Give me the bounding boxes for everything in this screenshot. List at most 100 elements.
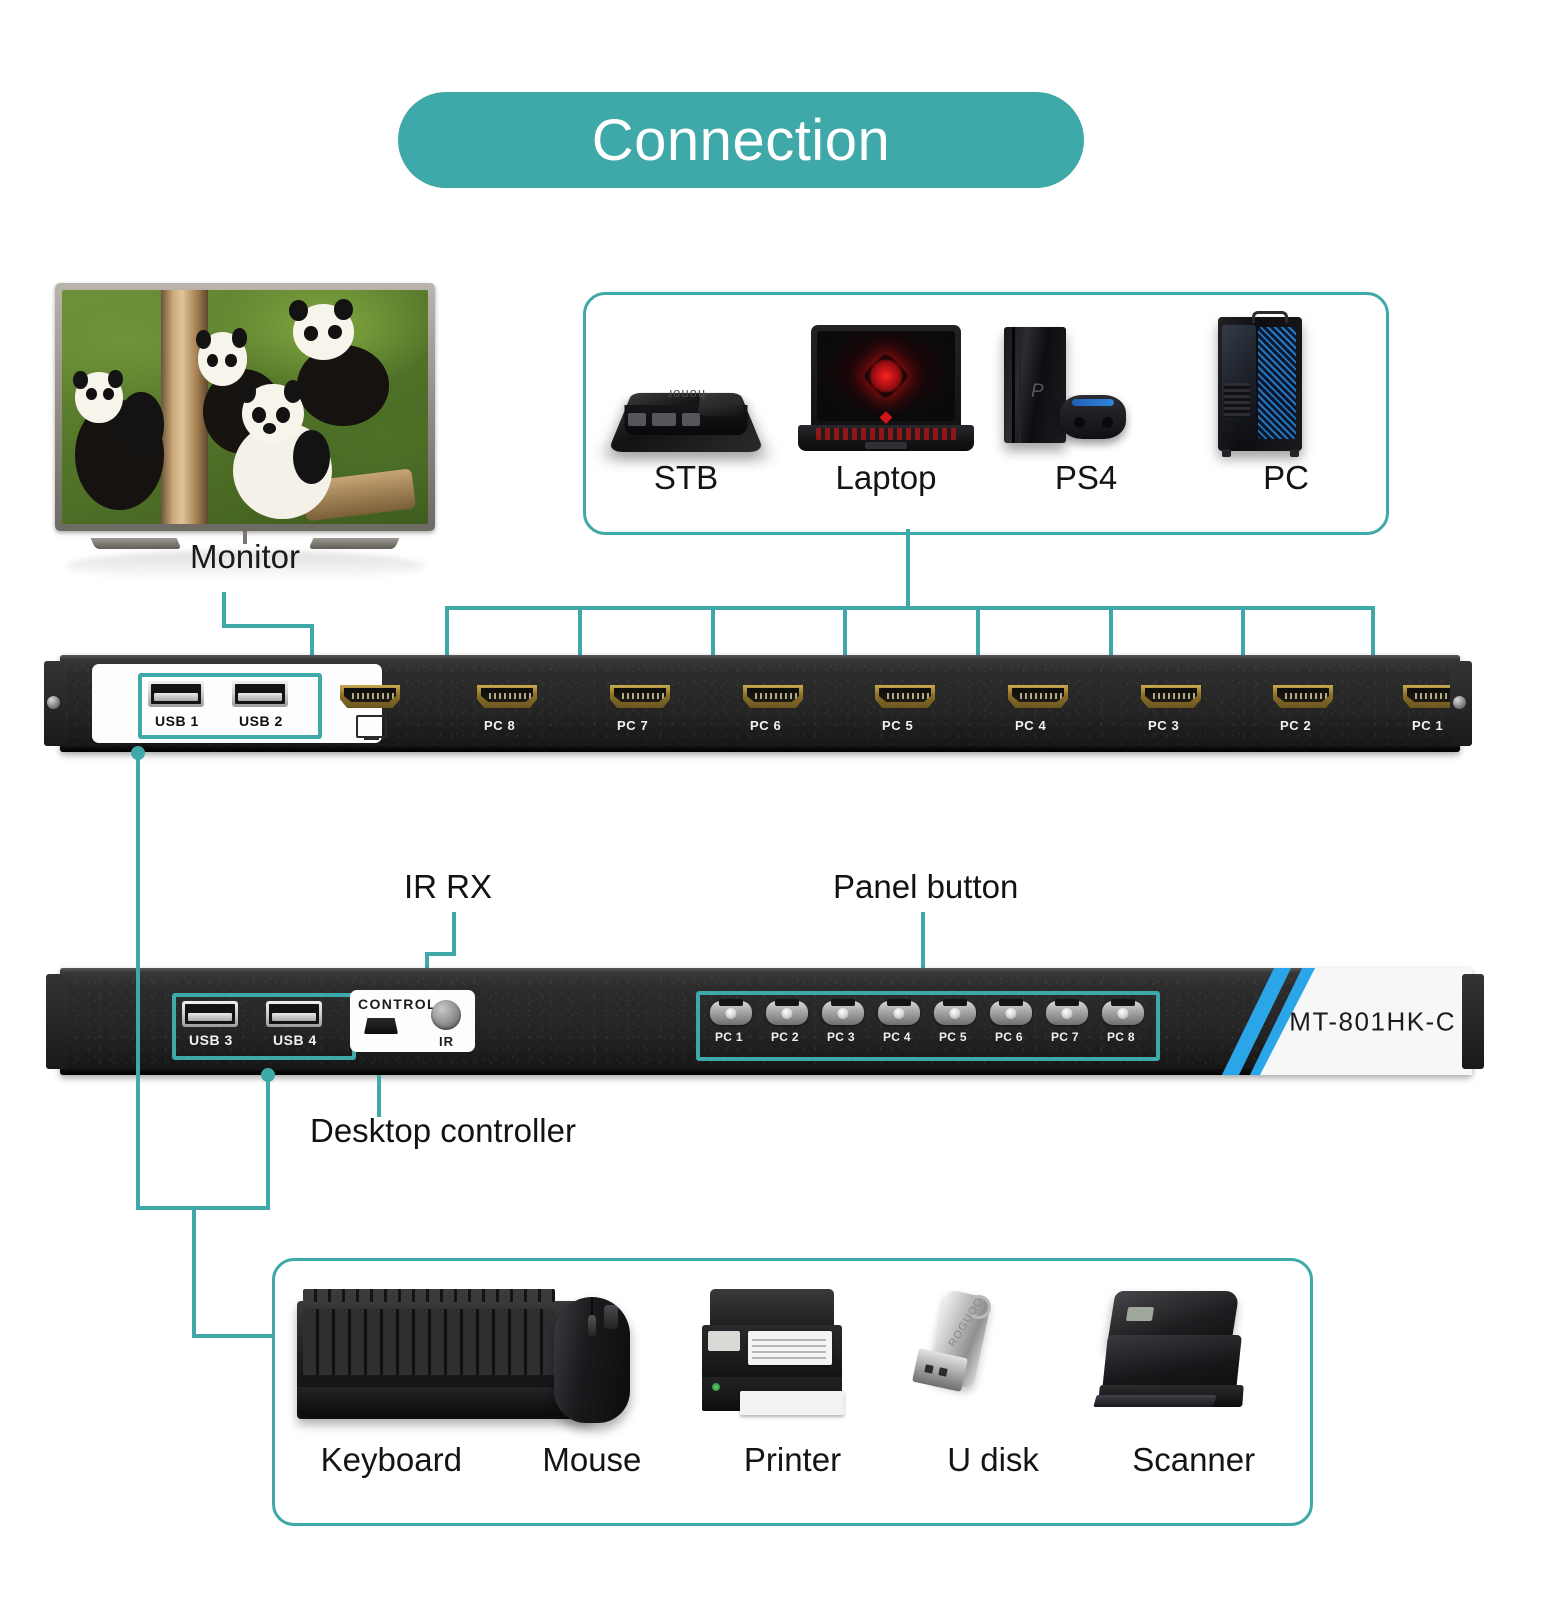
connector-usb12-drop bbox=[136, 752, 140, 1208]
peripheral-label: Scanner bbox=[1132, 1441, 1256, 1478]
mini-usb-port[interactable] bbox=[364, 1018, 398, 1034]
ir-receiver-label: IR bbox=[439, 1034, 454, 1049]
ir-rx-label: IR RX bbox=[404, 868, 493, 905]
source-item-laptop: Laptop bbox=[786, 309, 986, 497]
tv-screen bbox=[62, 290, 428, 524]
panel-bottom-edge bbox=[60, 1069, 1472, 1075]
kvm-rear-panel: USB 1 USB 2 PC 8 PC 7 PC 6 PC 5 PC 4 PC … bbox=[60, 655, 1463, 752]
panda-front-center bbox=[227, 379, 337, 520]
panel-button-pc4[interactable] bbox=[878, 999, 920, 1025]
panel-button-pc6[interactable] bbox=[990, 999, 1032, 1025]
tree-trunk bbox=[160, 290, 209, 524]
peripheral-label: Mouse bbox=[542, 1441, 642, 1478]
panel-button-pc2-label: PC 2 bbox=[771, 1030, 799, 1044]
usb-port-2[interactable] bbox=[232, 681, 288, 707]
desktop-tower-icon bbox=[1186, 309, 1386, 457]
connector-endpoint-usb12 bbox=[131, 746, 145, 760]
hdmi-input-pc5-label: PC 5 bbox=[882, 718, 914, 733]
usb-port-1[interactable] bbox=[148, 681, 204, 707]
peripheral-item-keyboard: Keyboard bbox=[291, 1279, 593, 1479]
panel-buttons-highlight bbox=[696, 991, 1160, 1061]
tv-stand-neck bbox=[243, 531, 247, 544]
monitor-illustration bbox=[55, 283, 435, 583]
hdmi-input-pc8[interactable] bbox=[477, 685, 537, 708]
connector-endpoint-usb34 bbox=[261, 1068, 275, 1082]
peripheral-label: U disk bbox=[947, 1441, 1039, 1478]
connector-usb-to-peripherals bbox=[192, 1334, 292, 1338]
rack-ear-left-front bbox=[46, 974, 68, 1069]
panel-button-pc6-label: PC 6 bbox=[995, 1030, 1023, 1044]
panel-button-pc1-label: PC 1 bbox=[715, 1030, 743, 1044]
peripheral-item-mouse: Mouse bbox=[492, 1279, 693, 1479]
hdmi-input-pc4[interactable] bbox=[1008, 685, 1068, 708]
peripheral-item-udisk: ROGUOO U disk bbox=[893, 1279, 1094, 1479]
ir-receiver[interactable] bbox=[431, 1000, 461, 1030]
keyboard-icon bbox=[291, 1279, 593, 1441]
hdmi-output-port[interactable] bbox=[340, 685, 400, 708]
model-number: MT-801HK-C bbox=[1289, 1006, 1456, 1036]
hdmi-input-pc1[interactable] bbox=[1403, 685, 1463, 708]
connector-hdmi-bus bbox=[445, 606, 1373, 610]
usb-port-3[interactable] bbox=[182, 1001, 238, 1027]
kvm-front-panel: USB 3 USB 4 CONTROL IR PC 1 PC 2 PC 3 PC… bbox=[60, 968, 1472, 1075]
connector-ir-rx-seg2 bbox=[425, 952, 456, 956]
tv-bezel bbox=[55, 283, 435, 531]
playstation-console-icon: P bbox=[986, 309, 1186, 457]
hdmi-input-pc3-label: PC 3 bbox=[1148, 718, 1180, 733]
usb-flash-drive-icon: ROGUOO bbox=[893, 1279, 1094, 1441]
hdmi-input-pc1-label: PC 1 bbox=[1412, 718, 1444, 733]
panel-button-pc4-label: PC 4 bbox=[883, 1030, 911, 1044]
panel-top-edge bbox=[60, 968, 1472, 973]
page-title-banner: Connection bbox=[398, 92, 1084, 188]
hdmi-input-pc3[interactable] bbox=[1141, 685, 1201, 708]
panel-button-pc8[interactable] bbox=[1102, 999, 1144, 1025]
peripherals-box: Keyboard Mouse Printer bbox=[272, 1258, 1313, 1526]
peripheral-item-printer: Printer bbox=[692, 1279, 893, 1479]
hdmi-input-pc7-label: PC 7 bbox=[617, 718, 649, 733]
panel-bottom-edge bbox=[60, 746, 1460, 752]
usb-port-1-label: USB 1 bbox=[155, 713, 199, 729]
connector-monitor-seg1 bbox=[222, 592, 226, 628]
hdmi-input-pc6[interactable] bbox=[743, 685, 803, 708]
panda-left bbox=[69, 369, 171, 510]
hdmi-input-pc4-label: PC 4 bbox=[1015, 718, 1047, 733]
panel-button-pc5[interactable] bbox=[934, 999, 976, 1025]
source-label: STB bbox=[653, 459, 719, 496]
panel-top-edge bbox=[60, 655, 1460, 660]
source-label: Laptop bbox=[835, 459, 937, 496]
panel-button-pc3-label: PC 3 bbox=[827, 1030, 855, 1044]
connector-desktop-controller bbox=[377, 1075, 381, 1117]
panel-button-pc8-label: PC 8 bbox=[1107, 1030, 1135, 1044]
peripheral-item-scanner: Scanner bbox=[1093, 1279, 1294, 1479]
source-devices-box: honor STB Laptop P bbox=[583, 292, 1389, 535]
printer-icon bbox=[692, 1279, 893, 1441]
usb-port-3-label: USB 3 bbox=[189, 1032, 233, 1048]
mouse-icon bbox=[492, 1279, 693, 1441]
usb-port-4[interactable] bbox=[266, 1001, 322, 1027]
panel-button-pc1[interactable] bbox=[710, 999, 752, 1025]
hdmi-input-pc5[interactable] bbox=[875, 685, 935, 708]
connector-ir-rx-seg1 bbox=[452, 912, 456, 956]
hdmi-input-pc2[interactable] bbox=[1273, 685, 1333, 708]
panel-button-pc3[interactable] bbox=[822, 999, 864, 1025]
hdmi-input-pc2-label: PC 2 bbox=[1280, 718, 1312, 733]
source-item-pc: PC bbox=[1186, 309, 1386, 497]
usb-3-4-highlight bbox=[172, 993, 356, 1060]
source-item-ps4: P PS4 bbox=[986, 309, 1186, 497]
source-label: PC bbox=[1263, 459, 1309, 496]
hdmi-input-pc8-label: PC 8 bbox=[484, 718, 516, 733]
set-top-box-icon: honor bbox=[586, 309, 786, 457]
connector-usb-merge-bus bbox=[136, 1206, 270, 1210]
connector-panel-button bbox=[921, 912, 925, 1000]
scanner-icon bbox=[1093, 1279, 1294, 1441]
connector-usb34-drop bbox=[266, 1075, 270, 1208]
peripheral-label: Keyboard bbox=[320, 1441, 462, 1478]
source-label: PS4 bbox=[1054, 459, 1118, 496]
monitor-label: Monitor bbox=[189, 538, 301, 575]
panel-button-pc7[interactable] bbox=[1046, 999, 1088, 1025]
panda-top-right bbox=[282, 299, 392, 426]
rack-ear-right-front bbox=[1462, 974, 1484, 1069]
panel-button-pc2[interactable] bbox=[766, 999, 808, 1025]
rack-screw-right-rear bbox=[1453, 696, 1466, 709]
hdmi-input-pc7[interactable] bbox=[610, 685, 670, 708]
